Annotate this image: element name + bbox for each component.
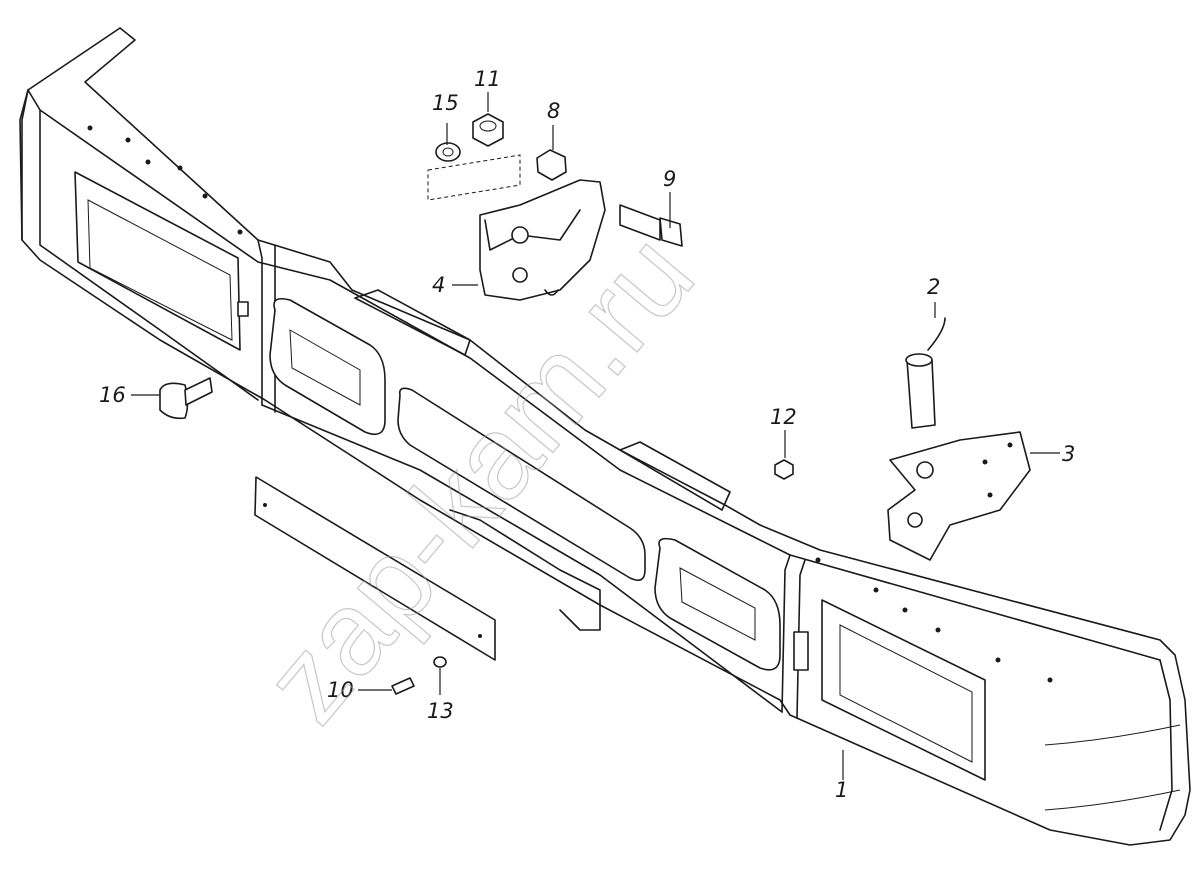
bumper-left-face (39, 109, 259, 401)
center-left-slot-inner (289, 329, 361, 406)
washer-part-15 (435, 142, 461, 162)
callout-16: 16 (99, 383, 126, 407)
bracket-part-4 (479, 179, 606, 301)
bumper-top-ledge (27, 89, 1161, 661)
nut-part-11 (472, 113, 504, 147)
left-lamp-inner (87, 199, 233, 341)
right-lamp-clip (793, 631, 809, 671)
bracket-part-3 (887, 431, 1031, 561)
bolt-part-16 (159, 377, 213, 420)
callout-8: 8 (547, 99, 560, 123)
hatched-pad-left (354, 289, 471, 356)
hatched-pad-right (619, 441, 731, 511)
washer-part-13 (433, 656, 447, 668)
bumper-right-groove-2 (1044, 789, 1181, 811)
screw-part-10 (391, 677, 415, 695)
callout-10: 10 (327, 678, 354, 702)
license-plate-bracket (254, 476, 496, 661)
bumper-assembly (19, 27, 1191, 846)
pin-part-2 (905, 317, 946, 429)
bolt-part-9 (619, 204, 683, 247)
bumper-right-end (1159, 659, 1173, 831)
callout-2: 2 (927, 275, 940, 299)
nut-part-8 (536, 149, 567, 181)
callout-1: 1 (835, 778, 848, 802)
callout-9: 9 (663, 167, 676, 191)
bumper-right-groove-1 (1044, 724, 1181, 746)
bumper-joint-right (781, 554, 791, 713)
bumper-bottom-edge (261, 404, 783, 713)
center-left-slot (269, 297, 386, 436)
callout-4: 4 (432, 273, 445, 297)
callout-labels: 1 2 3 4 8 9 10 11 12 13 15 16 (99, 67, 1075, 802)
callout-11: 11 (474, 67, 501, 91)
plate-hanger (449, 509, 601, 631)
bumper-left-end (21, 89, 29, 241)
nut-part-12 (774, 459, 794, 480)
callout-15: 15 (432, 91, 459, 115)
callout-12: 12 (770, 405, 797, 429)
callout-3: 3 (1062, 442, 1075, 466)
right-lamp-opening (821, 599, 986, 781)
bumper-joint-left (257, 239, 263, 406)
left-lamp-clip (237, 301, 249, 317)
assembly-box (427, 154, 521, 201)
left-lamp-opening (74, 171, 241, 351)
callout-13: 13 (427, 699, 454, 723)
center-right-slot-inner (679, 567, 756, 641)
right-lamp-inner (839, 624, 973, 763)
center-plate-recess (397, 387, 646, 581)
leader-lines (131, 92, 1060, 780)
mounting-holes (87, 125, 1053, 683)
